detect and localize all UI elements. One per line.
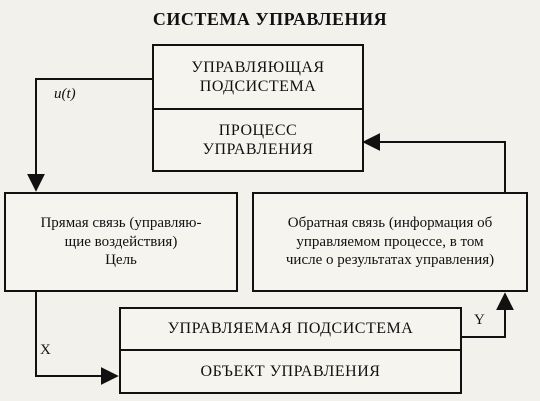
arrow-feedback-to-control-process: [362, 133, 506, 192]
control-subsystem-label: УПРАВЛЯЮЩАЯ ПОДСИСТЕМА: [191, 58, 325, 95]
arrow-u-to-direct-link: [27, 78, 152, 192]
bottom-box-divider: [121, 349, 460, 351]
control-subsystem-box: УПРАВЛЯЮЩАЯ ПОДСИСТЕМА ПРОЦЕСС УПРАВЛЕНИ…: [152, 44, 364, 172]
control-process-label: ПРОЦЕСС УПРАВЛЕНИЯ: [202, 121, 314, 158]
direct-link-text: Прямая связь (управляю- щие воздействия)…: [40, 214, 202, 269]
feedback-box: Обратная связь (информация об управляемо…: [252, 192, 528, 292]
top-box-divider: [154, 108, 362, 110]
direct-link-box: Прямая связь (управляю- щие воздействия)…: [4, 192, 238, 292]
feedback-text: Обратная связь (информация об управляемо…: [285, 214, 495, 269]
controlled-subsystem-box: УПРАВЛЯЕМАЯ ПОДСИСТЕМА ОБЪЕКТ УПРАВЛЕНИЯ: [119, 307, 462, 394]
controlled-subsystem-label: УПРАВЛЯЕМАЯ ПОДСИСТЕМА: [167, 320, 414, 338]
u-label: u(t): [54, 86, 76, 102]
control-object-label: ОБЪЕКТ УПРАВЛЕНИЯ: [200, 362, 381, 380]
x-label: X: [40, 342, 51, 358]
diagram-title: СИСТЕМА УПРАВЛЕНИЯ: [152, 9, 388, 29]
arrow-y-to-feedback: [462, 292, 514, 338]
y-label: Y: [474, 312, 485, 328]
arrow-x-to-controlled-subsystem: [35, 292, 119, 385]
